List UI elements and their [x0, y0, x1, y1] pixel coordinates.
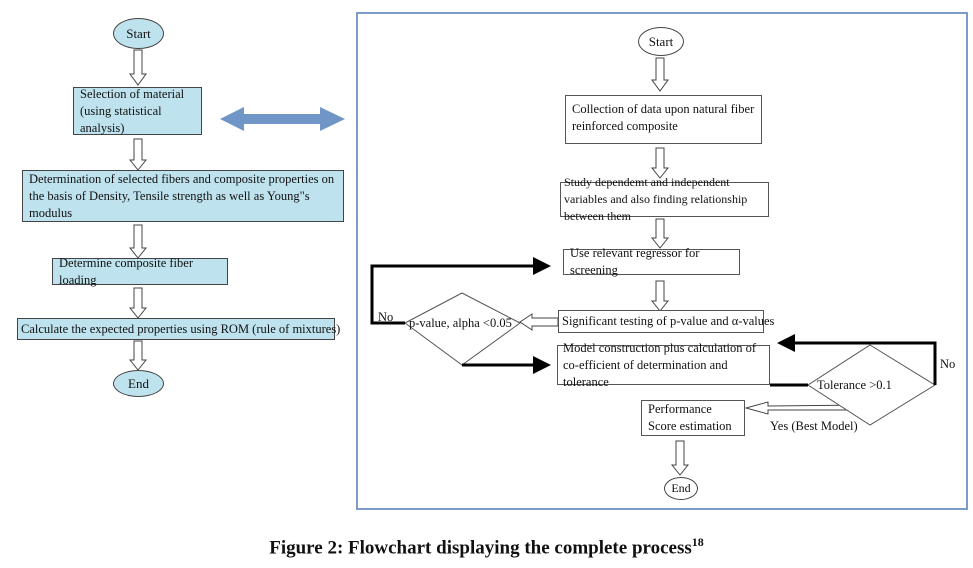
step-significance-testing: Significant testing of p-value and α-val… [558, 310, 774, 333]
decision-tolerance-label: Tolerance >0.1 [817, 378, 892, 392]
figure-caption: Figure 2: Flowchart displaying the compl… [0, 535, 973, 559]
right-start-node: Start [638, 27, 684, 56]
right-end-node: End [664, 477, 698, 500]
left-end-node: End [113, 370, 164, 397]
caption-reference: 18 [691, 535, 704, 549]
step-study-variables: Study dependemt and independent variable… [560, 175, 769, 223]
step-regressor: Use relevant regressor for screening [563, 246, 740, 277]
step-collect-data: Collection of data upon natural fiber re… [565, 95, 762, 144]
down-arrow-icon [670, 440, 690, 476]
left-arrow-icon [519, 313, 559, 331]
down-arrow-icon [651, 57, 669, 92]
left-start-node: Start [113, 18, 164, 49]
down-arrow-icon [128, 224, 148, 259]
step-performance-score: Performance Score estimation [641, 400, 745, 436]
down-arrow-icon [128, 138, 148, 171]
left-step-selection: Selection of material (using statistical… [73, 87, 202, 135]
caption-text: Figure 2: Flowchart displaying the compl… [269, 537, 692, 559]
decision-tolerance-no-label: No [940, 357, 956, 371]
decision-pvalue-label: p-value, alpha <0.05 [409, 316, 512, 330]
left-step-rom: Calculate the expected properties using … [17, 318, 340, 340]
decision-pvalue-no-label: No [378, 310, 394, 324]
down-arrow-icon [129, 49, 147, 86]
step-model-construction: Model construction plus calculation of c… [557, 341, 770, 389]
right-flow-frame [356, 12, 968, 510]
down-arrow-icon [128, 340, 148, 371]
decision-diamond-tolerance [807, 344, 936, 426]
down-arrow-icon [650, 218, 670, 249]
left-step-fiber-loading: Determine composite fiber loading [52, 256, 228, 287]
left-step-determination: Determination of selected fibers and com… [22, 170, 344, 222]
decision-tolerance-yes-label: Yes (Best Model) [770, 419, 858, 433]
down-arrow-icon [650, 147, 670, 179]
down-arrow-icon [650, 280, 670, 312]
down-arrow-icon [128, 287, 148, 319]
double-arrow-icon [220, 107, 345, 131]
